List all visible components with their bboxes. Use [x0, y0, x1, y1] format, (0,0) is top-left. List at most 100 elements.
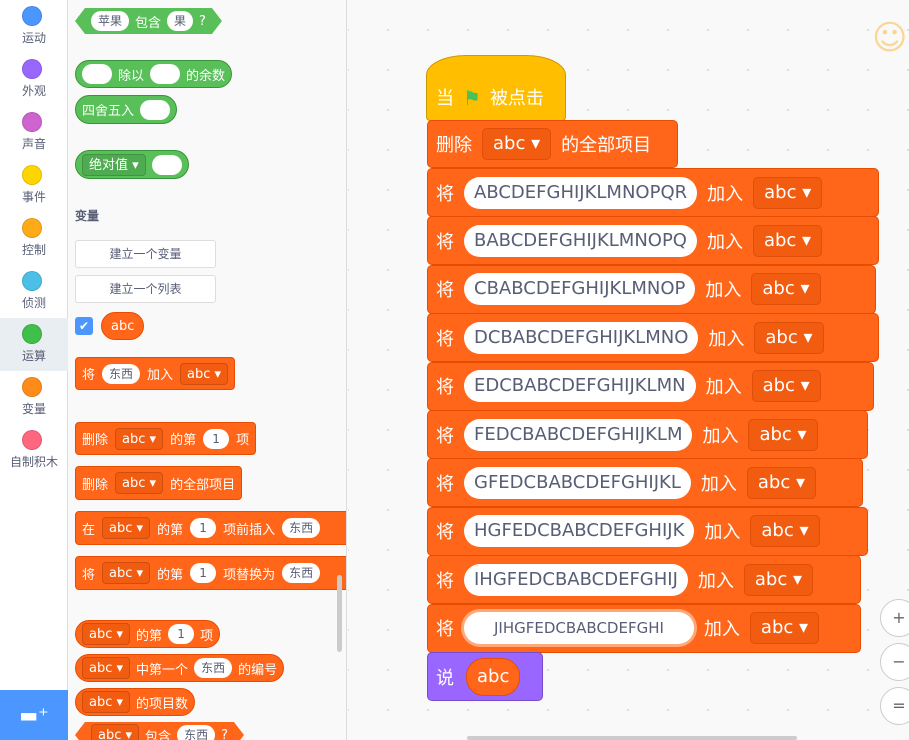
list-dropdown[interactable]: abc ▾ — [82, 657, 131, 679]
string-input[interactable]: BABCDEFGHIJKLMNOPQ — [464, 224, 697, 257]
number-input[interactable] — [140, 99, 171, 120]
category-5[interactable]: 侦测 — [0, 265, 68, 318]
list-dropdown[interactable]: abc ▾ — [82, 691, 131, 713]
list-dropdown[interactable]: abc ▾ — [102, 517, 151, 539]
string-input[interactable]: 苹果 — [91, 11, 129, 31]
replace-item-block[interactable]: 将 abc ▾ 的第 1 项替换为 东西 — [75, 556, 346, 590]
number-input[interactable]: 1 — [168, 624, 195, 644]
add-to-list-block[interactable]: 将 东西 加入 abc ▾ — [75, 357, 236, 390]
category-1[interactable]: 外观 — [0, 53, 68, 106]
zoom-reset-icon: = — [892, 696, 906, 715]
list-dropdown[interactable]: abc ▾ — [751, 370, 821, 403]
string-input[interactable]: FEDCBABCDEFGHIJKLM — [464, 418, 693, 451]
block-palette: 苹果 包含 果 ? 除以 的余数 四舍五入 绝对值 ▾ 变量 建立一个变量 建立… — [68, 0, 347, 740]
workspace-scrollbar[interactable] — [467, 736, 797, 740]
mod-block[interactable]: 除以 的余数 — [75, 60, 233, 88]
list-dropdown[interactable]: abc ▾ — [749, 612, 820, 645]
string-input[interactable]: CBABCDEFGHIJKLMNOP — [464, 273, 696, 306]
string-input[interactable]: DCBABCDEFGHIJKLMNO — [464, 321, 699, 354]
make-list-button[interactable]: 建立一个列表 — [75, 275, 216, 303]
list-dropdown[interactable]: abc ▾ — [751, 273, 821, 306]
round-block[interactable]: 四舍五入 — [75, 95, 178, 124]
string-input[interactable]: HGFEDCBABCDEFGHIJK — [464, 515, 695, 548]
when-flag-clicked-block[interactable]: 当 ⚑ 被点击 — [426, 55, 566, 121]
say-block[interactable]: 说 abc — [427, 652, 543, 701]
delete-all-of-list-block[interactable]: 删除 abc ▾ 的全部项目 — [427, 120, 678, 168]
abs-block[interactable]: 绝对值 ▾ — [75, 150, 189, 179]
string-input[interactable]: 东西 — [282, 518, 321, 538]
list-dropdown[interactable]: abc ▾ — [482, 128, 552, 160]
zoom-in-button[interactable]: + — [880, 599, 909, 637]
item-of-list-block[interactable]: abc ▾ 的第 1 项 — [75, 620, 221, 648]
list-dropdown[interactable]: abc ▾ — [115, 472, 164, 494]
dropdown-value: abc — [757, 471, 791, 493]
category-0[interactable]: 运动 — [0, 0, 68, 53]
block-label: 项替换为 — [223, 567, 276, 583]
string-input[interactable]: GFEDCBABCDEFGHIJKL — [464, 466, 691, 499]
index-of-block[interactable]: abc ▾ 中第一个 东西 的编号 — [75, 654, 285, 682]
list-dropdown[interactable]: abc ▾ — [752, 224, 823, 257]
list-dropdown[interactable]: abc ▾ — [750, 515, 820, 548]
string-input[interactable]: EDCBABCDEFGHIJKLMN — [464, 370, 696, 403]
delete-nth-block[interactable]: 删除 abc ▾ 的第 1 项 — [75, 422, 257, 455]
string-input[interactable]: 果 — [167, 11, 193, 31]
make-variable-button[interactable]: 建立一个变量 — [75, 240, 216, 268]
string-input[interactable]: 东西 — [194, 658, 233, 678]
string-input[interactable]: 东西 — [102, 363, 141, 384]
string-input[interactable]: ABCDEFGHIJKLMNOPQR — [464, 176, 698, 209]
number-input[interactable]: 1 — [203, 428, 230, 449]
category-3[interactable]: 事件 — [0, 159, 68, 212]
string-input[interactable]: IHGFEDCBABCDEFGHIJ — [464, 563, 688, 596]
block-label: 的第 — [170, 433, 197, 448]
number-input[interactable] — [150, 64, 181, 84]
dropdown-value: abc — [760, 617, 794, 639]
delete-all-block[interactable]: 删除 abc ▾ 的全部项目 — [75, 466, 243, 500]
palette-scrollbar[interactable] — [337, 575, 342, 652]
number-input[interactable]: 1 — [190, 518, 217, 538]
string-input[interactable]: JIHGFEDCBABCDEFGHI — [464, 612, 694, 645]
category-4[interactable]: 控制 — [0, 212, 68, 265]
number-input[interactable] — [82, 64, 112, 84]
list-dropdown[interactable]: abc ▾ — [753, 176, 823, 209]
insert-at-block[interactable]: 在 abc ▾ 的第 1 项前插入 东西 — [75, 511, 346, 545]
list-dropdown[interactable]: abc ▾ — [743, 563, 814, 596]
number-input[interactable] — [151, 154, 182, 175]
category-6[interactable]: 运算 — [0, 318, 68, 371]
list-dropdown[interactable]: abc ▾ — [91, 724, 139, 740]
list-reporter[interactable]: abc — [101, 312, 145, 340]
function-dropdown[interactable]: 绝对值 ▾ — [82, 153, 146, 176]
list-dropdown[interactable]: abc ▾ — [102, 562, 151, 584]
list-length-block[interactable]: abc ▾ 的项目数 — [75, 688, 196, 716]
block-label: 将 — [436, 619, 454, 641]
string-input[interactable]: 东西 — [177, 725, 215, 740]
zoom-reset-button[interactable]: = — [880, 687, 909, 725]
string-input[interactable]: 东西 — [282, 563, 321, 583]
list-dropdown[interactable]: abc ▾ — [115, 427, 164, 450]
list-dropdown[interactable]: abc ▾ — [82, 623, 131, 645]
list-dropdown[interactable]: abc ▾ — [746, 466, 817, 499]
list-contains-block[interactable]: abc ▾ 包含 东西 ? — [75, 722, 244, 740]
list-dropdown[interactable]: abc ▾ — [748, 418, 818, 451]
category-2[interactable]: 声音 — [0, 106, 68, 159]
list-dropdown[interactable]: abc ▾ — [180, 362, 229, 385]
category-8[interactable]: 自制积木 — [0, 424, 68, 477]
block-label: 除以 — [118, 68, 145, 84]
contains-block[interactable]: 苹果 包含 果 ? — [75, 8, 222, 34]
list-checkbox[interactable]: ✔ — [75, 317, 93, 335]
add-extension-button[interactable]: ▬⁺ — [0, 690, 68, 740]
category-7[interactable]: 变量 — [0, 371, 68, 424]
list-reporter[interactable]: abc — [466, 657, 521, 696]
number-input[interactable]: 1 — [190, 563, 217, 583]
list-dropdown[interactable]: abc ▾ — [754, 321, 824, 354]
zoom-out-button[interactable]: − — [880, 643, 909, 681]
